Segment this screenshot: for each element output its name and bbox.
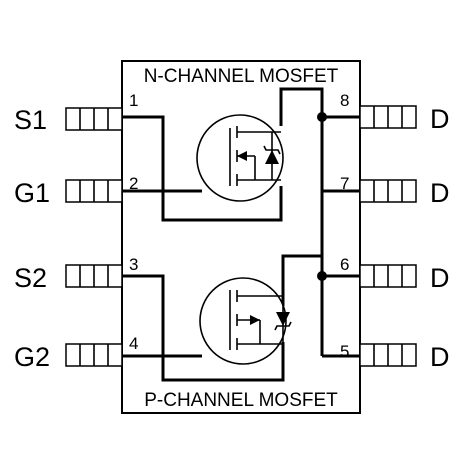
pin-name-s1: S1 <box>14 105 47 135</box>
pin-name-d-5: D <box>430 342 450 372</box>
pin-lead-6 <box>359 264 417 288</box>
right-leads <box>359 105 417 367</box>
top-package-label: N-CHANNEL MOSFET <box>144 66 339 87</box>
pin-lead-8 <box>359 105 417 129</box>
pin-lead-4 <box>65 343 123 367</box>
pin-lead-7 <box>359 179 417 203</box>
bottom-package-label: P-CHANNEL MOSFET <box>144 390 338 411</box>
pin-number-6: 6 <box>340 255 349 274</box>
pin-number-7: 7 <box>340 174 349 193</box>
pin-name-d-7: D <box>430 178 450 208</box>
pin-name-g2: G2 <box>14 342 50 372</box>
pin-number-5: 5 <box>340 342 349 361</box>
junction-dot <box>317 112 327 122</box>
pin-lead-1 <box>65 107 123 131</box>
pin-number-2: 2 <box>129 174 138 193</box>
n-channel-mosfet-icon <box>196 114 284 202</box>
p-channel-mosfet-icon <box>199 277 292 365</box>
pin-number-4: 4 <box>129 334 138 353</box>
pin-number-3: 3 <box>129 255 138 274</box>
pin-name-s2: S2 <box>14 263 47 293</box>
pin-lead-3 <box>65 264 123 288</box>
left-leads <box>65 107 123 367</box>
pin-name-g1: G1 <box>14 178 50 208</box>
pin-lead-2 <box>65 179 123 203</box>
pin-name-d-6: D <box>430 263 450 293</box>
pin-name-d-8: D <box>430 104 450 134</box>
internal-wiring <box>122 87 360 382</box>
pin-number-1: 1 <box>129 91 138 110</box>
junction-dot <box>317 271 327 281</box>
pin-lead-5 <box>359 343 417 367</box>
pin-number-8: 8 <box>340 91 349 110</box>
